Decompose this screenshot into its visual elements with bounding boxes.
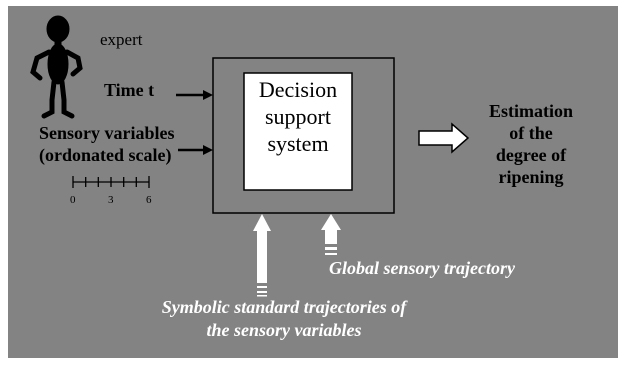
expert-person-icon <box>30 15 83 119</box>
global-trajectory-label: Global sensory trajectory <box>329 258 515 278</box>
estimation-line-4: ripening <box>498 167 564 187</box>
estimation-label: Estimation of the degree of ripening <box>472 100 590 188</box>
dss-line-1: Decision <box>258 77 338 102</box>
outer-system-box <box>212 57 395 214</box>
time-label: Time t <box>104 80 155 100</box>
dss-line-2: support <box>265 104 331 129</box>
scale-tick-0: 0 <box>70 194 76 206</box>
estimation-line-2: of the <box>509 123 553 143</box>
scale-tick-6: 6 <box>146 194 152 206</box>
scale-tick-3: 3 <box>108 194 114 206</box>
sensory-variables-label: Sensory variables <box>39 123 175 143</box>
ordonated-scale-label: (ordonated scale) <box>39 145 172 165</box>
output-hollow-arrow <box>418 122 470 154</box>
input-arrows <box>176 90 213 155</box>
estimation-line-1: Estimation <box>488 101 573 121</box>
symbolic-line-1: Symbolic standard trajectories of <box>161 297 407 317</box>
symbolic-trajectories-arrow <box>253 214 271 297</box>
ordinal-scale-ruler <box>72 176 150 188</box>
symbolic-line-2: the sensory variables <box>206 320 362 340</box>
dss-title: Decision support system <box>244 76 352 157</box>
estimation-line-3: degree of <box>495 145 567 165</box>
symbolic-trajectories-label: Symbolic standard trajectories of the se… <box>139 296 429 342</box>
expert-label: expert <box>100 30 143 49</box>
dss-line-3: system <box>267 131 329 156</box>
decision-support-box <box>243 72 353 191</box>
global-trajectory-arrow <box>321 214 341 255</box>
